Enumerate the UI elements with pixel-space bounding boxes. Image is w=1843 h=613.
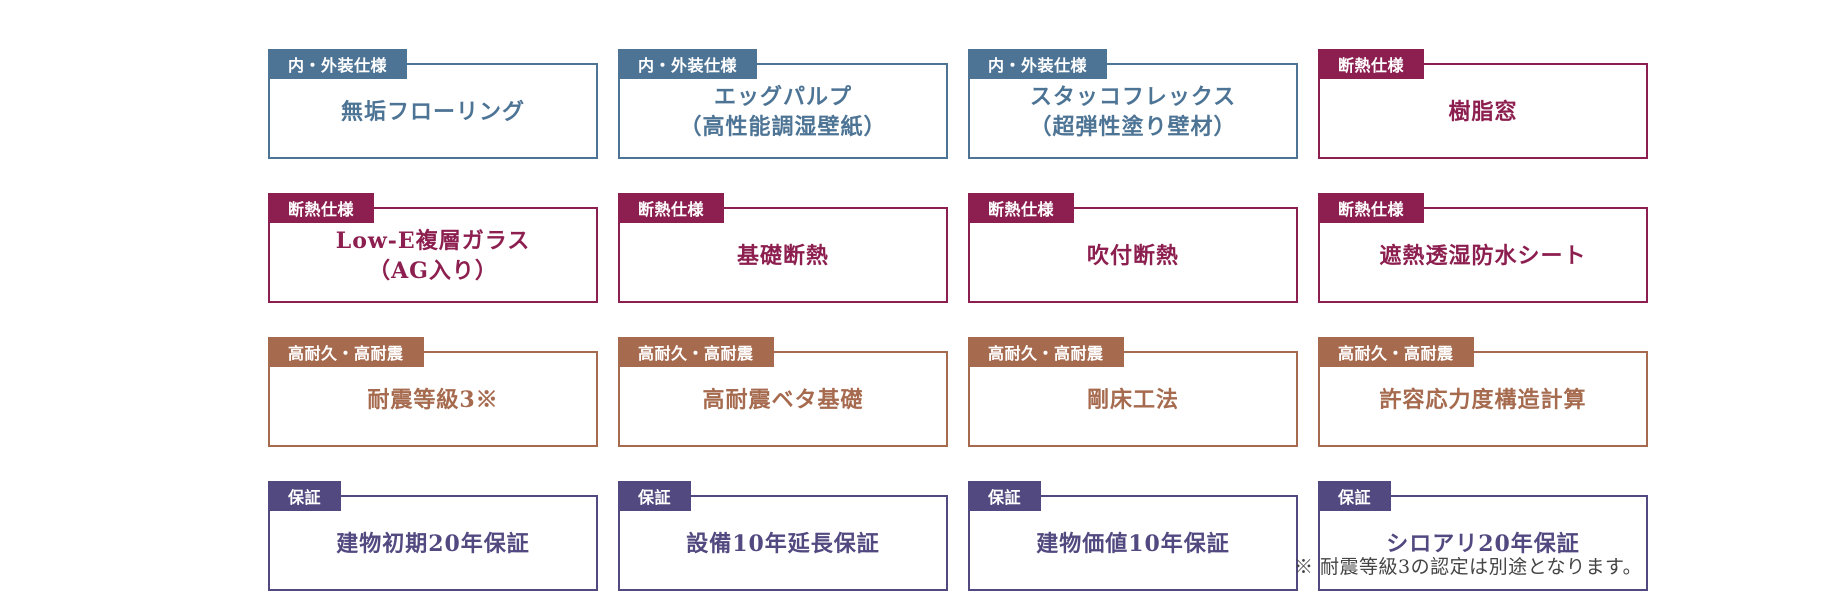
spec-subtitle: （超弾性塗り壁材） <box>1029 114 1237 140</box>
spec-card: 高耐久・高耐震 許容応力度構造計算 <box>1318 337 1648 447</box>
spec-box: シロアリ20年保証 <box>1318 495 1648 591</box>
spec-box: 建物価値10年保証 <box>968 495 1298 591</box>
spec-card: 断熱仕様 吹付断熱 <box>968 193 1298 303</box>
spec-title: 建物初期20年保証 <box>336 531 530 557</box>
spec-box: スタッコフレックス （超弾性塗り壁材） <box>968 63 1298 159</box>
spec-box: 設備10年延長保証 <box>618 495 948 591</box>
footnote: ※ 耐震等級3の認定は別途となります。 <box>1294 556 1643 578</box>
spec-card: 内・外装仕様 エッグパルプ （高性能調湿壁紙） <box>618 49 948 159</box>
spec-title: 無垢フローリング <box>340 99 525 125</box>
category-tag: 保証 <box>618 481 692 511</box>
spec-card: 断熱仕様 Low-E複層ガラス （AG入り） <box>268 193 598 303</box>
spec-card: 高耐久・高耐震 高耐震ベタ基礎 <box>618 337 948 447</box>
spec-subtitle: （高性能調湿壁紙） <box>679 114 887 140</box>
category-tag: 保証 <box>268 481 342 511</box>
spec-title: スタッコフレックス <box>1029 84 1237 110</box>
spec-box: 耐震等級3※ <box>268 351 598 447</box>
category-tag: 保証 <box>968 481 1042 511</box>
spec-title: 高耐震ベタ基礎 <box>702 387 864 413</box>
spec-card: 保証 建物初期20年保証 <box>268 481 598 591</box>
category-tag: 保証 <box>1318 481 1392 511</box>
category-tag: 断熱仕様 <box>1318 49 1425 79</box>
spec-card: 断熱仕様 基礎断熱 <box>618 193 948 303</box>
spec-title: 遮熱透湿防水シート <box>1379 243 1587 269</box>
spec-title: 設備10年延長保証 <box>686 531 880 557</box>
spec-title: 許容応力度構造計算 <box>1379 387 1587 413</box>
category-tag: 断熱仕様 <box>618 193 725 223</box>
spec-box: 基礎断熱 <box>618 207 948 303</box>
spec-card: 高耐久・高耐震 耐震等級3※ <box>268 337 598 447</box>
spec-title: 吹付断熱 <box>1086 243 1179 269</box>
spec-subtitle: （AG入り） <box>368 258 498 284</box>
spec-box: 高耐震ベタ基礎 <box>618 351 948 447</box>
spec-box: 剛床工法 <box>968 351 1298 447</box>
spec-box: 無垢フローリング <box>268 63 598 159</box>
spec-card: 断熱仕様 樹脂窓 <box>1318 49 1648 159</box>
category-tag: 内・外装仕様 <box>268 49 408 79</box>
spec-card: 保証 建物価値10年保証 <box>968 481 1298 591</box>
spec-card: 内・外装仕様 スタッコフレックス （超弾性塗り壁材） <box>968 49 1298 159</box>
spec-title: エッグパルプ <box>713 84 852 110</box>
category-tag: 内・外装仕様 <box>618 49 758 79</box>
spec-title: Low-E複層ガラス <box>335 228 531 254</box>
spec-title: シロアリ20年保証 <box>1386 531 1580 557</box>
spec-title: 剛床工法 <box>1086 387 1179 413</box>
spec-card: 高耐久・高耐震 剛床工法 <box>968 337 1298 447</box>
spec-box: 遮熱透湿防水シート <box>1318 207 1648 303</box>
spec-box: 建物初期20年保証 <box>268 495 598 591</box>
category-tag: 高耐久・高耐震 <box>1318 337 1474 367</box>
spec-title: 耐震等級3※ <box>367 387 499 413</box>
category-tag: 断熱仕様 <box>968 193 1075 223</box>
spec-box: 樹脂窓 <box>1318 63 1648 159</box>
spec-title: 樹脂窓 <box>1448 99 1518 125</box>
spec-box: Low-E複層ガラス （AG入り） <box>268 207 598 303</box>
spec-card: 保証 設備10年延長保証 <box>618 481 948 591</box>
category-tag: 内・外装仕様 <box>968 49 1108 79</box>
category-tag: 高耐久・高耐震 <box>268 337 424 367</box>
category-tag: 高耐久・高耐震 <box>968 337 1124 367</box>
spec-card: 保証 シロアリ20年保証 <box>1318 481 1648 591</box>
category-tag: 断熱仕様 <box>1318 193 1425 223</box>
spec-card: 断熱仕様 遮熱透湿防水シート <box>1318 193 1648 303</box>
category-tag: 断熱仕様 <box>268 193 375 223</box>
spec-box: エッグパルプ （高性能調湿壁紙） <box>618 63 948 159</box>
spec-grid: 内・外装仕様 無垢フローリング 内・外装仕様 エッグパルプ （高性能調湿壁紙） … <box>268 49 1648 591</box>
spec-card: 内・外装仕様 無垢フローリング <box>268 49 598 159</box>
category-tag: 高耐久・高耐震 <box>618 337 774 367</box>
spec-title: 基礎断熱 <box>736 243 829 269</box>
spec-title: 建物価値10年保証 <box>1036 531 1230 557</box>
spec-box: 許容応力度構造計算 <box>1318 351 1648 447</box>
spec-box: 吹付断熱 <box>968 207 1298 303</box>
